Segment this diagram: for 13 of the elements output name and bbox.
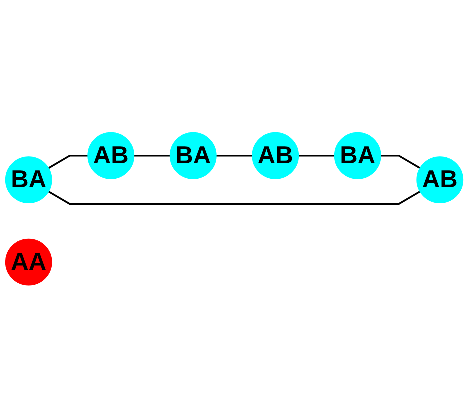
node-circle: BA [170,132,217,180]
node-circle: AB [416,157,464,204]
connector [380,155,421,170]
connector [48,191,421,206]
connector [216,155,253,158]
node-circle: BA [334,132,382,180]
node-circle: AB [88,132,135,180]
node-circle: BA [5,157,52,204]
node-circle: AA [5,239,52,286]
connector [48,155,88,170]
connector [134,155,170,158]
node-circle: AB [252,132,300,180]
connector [298,155,335,158]
